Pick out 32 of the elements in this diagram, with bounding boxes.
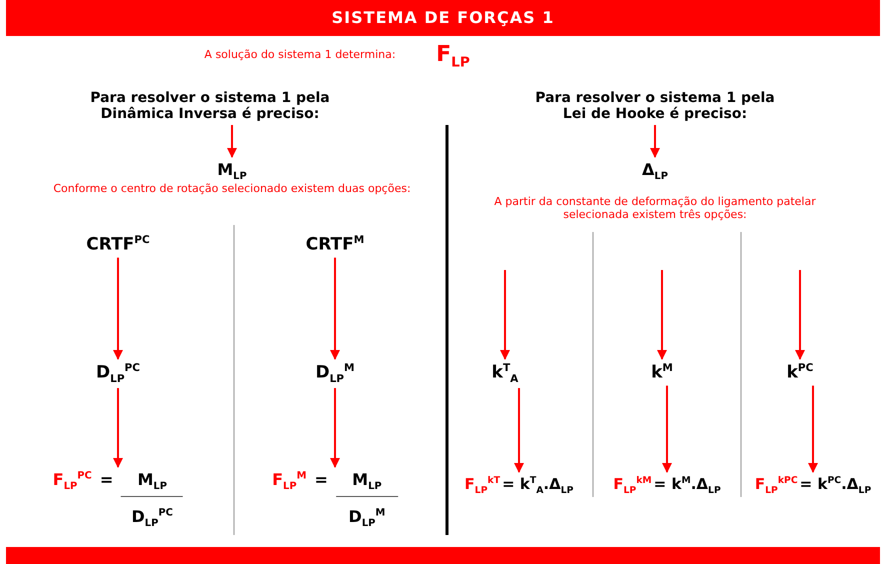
- formula-text: = k$^{M}$.Δ$_{LP}$: [654, 475, 721, 496]
- title: SISTEMA DE FORÇAS 1: [332, 8, 554, 27]
- arrow: [113, 258, 123, 360]
- numerator: M$_{LP}$: [137, 470, 167, 492]
- formula-text: = k$^{PC}$.Δ$_{LP}$: [800, 475, 872, 496]
- heading-text: Para resolver o sistema 1 pela Dinâmica Inversa é preciso:: [90, 90, 330, 122]
- equals-sign: =: [100, 470, 114, 489]
- formula-symbol: M$_{LP}$: [217, 160, 247, 182]
- note-text: A solução do sistema 1 determina:: [203, 48, 397, 61]
- arrow: [514, 388, 524, 473]
- arrow: [795, 270, 805, 360]
- arrow: [330, 388, 340, 468]
- arrow: [657, 270, 667, 360]
- formula-symbol: k$^{PC}$: [786, 362, 814, 383]
- numerator: M$_{LP}$: [352, 470, 382, 492]
- note-text: Conforme o centro de rotação selecionado existem duas opções:: [52, 182, 412, 195]
- formula-symbol: Δ$_{LP}$: [642, 160, 668, 182]
- formula-text: = k$^{T}$$_{A}$.Δ$_{LP}$: [502, 475, 574, 496]
- note-text: A partir da constante de deformação do ligamento patelar selecionada existem três opções:: [493, 195, 817, 221]
- arrow: [113, 388, 123, 468]
- arrow: [808, 386, 818, 473]
- formula-symbol: k$^{M}$: [651, 362, 673, 383]
- arrow: [330, 258, 340, 360]
- formula-symbol: CRTF$^{M}$: [306, 234, 364, 255]
- heading-text: Para resolver o sistema 1 pela Lei de Hooke é preciso:: [535, 90, 775, 122]
- equals-sign: =: [314, 470, 328, 489]
- formula-symbol: F$_{LP}$: [435, 42, 471, 70]
- arrow: [500, 270, 510, 360]
- arrow: [650, 125, 660, 158]
- arrow: [662, 386, 672, 473]
- formula-symbol: CRTF$^{PC}$: [86, 234, 150, 255]
- arrow: [227, 125, 237, 158]
